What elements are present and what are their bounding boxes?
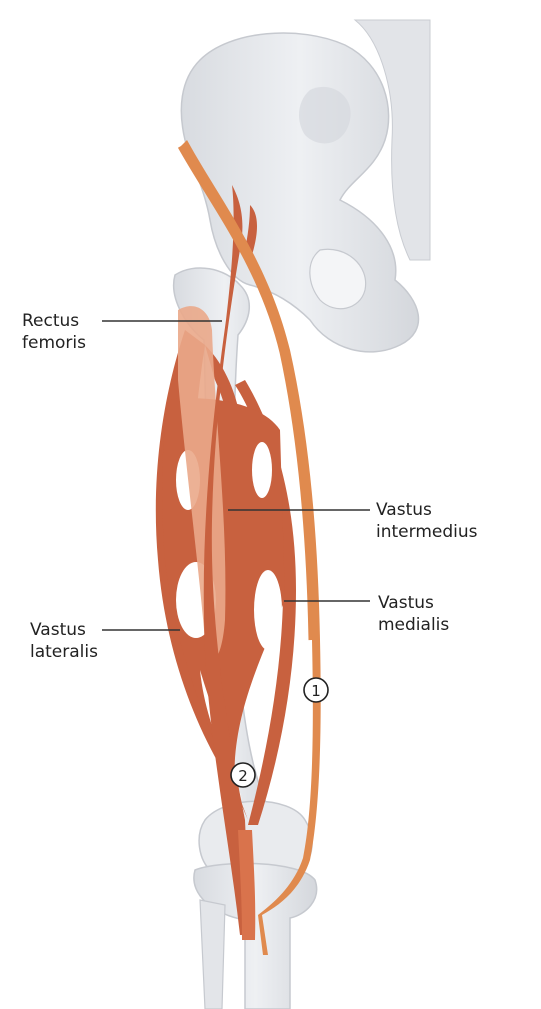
knee-and-shin-bones — [193, 800, 318, 1009]
leader-lines — [102, 320, 370, 631]
label-vastus-lateralis: Vastus lateralis — [30, 619, 98, 663]
marker-2-text: 2 — [238, 767, 248, 785]
label-rectus-femoris-line2: femoris — [22, 333, 86, 353]
label-vastus-medialis-line2: medialis — [378, 615, 450, 635]
sartorius-muscle — [177, 140, 321, 955]
marker-1: 1 — [303, 677, 329, 703]
label-rectus-femoris-line1: Rectus — [22, 311, 80, 331]
label-vastus-intermedius-line2: intermedius — [376, 522, 478, 542]
vastus-intermedius-muscle — [178, 306, 226, 660]
label-vastus-medialis-line1: Vastus — [378, 593, 434, 613]
label-vastus-medialis: Vastus medialis — [378, 592, 449, 636]
label-vastus-intermedius-line1: Vastus — [376, 500, 432, 520]
pelvis-bone — [180, 19, 431, 353]
label-vastus-lateralis-line2: lateralis — [30, 642, 98, 662]
patellar-tendon — [238, 830, 256, 940]
label-rectus-femoris: Rectus femoris — [22, 310, 86, 354]
label-vastus-lateralis-line1: Vastus — [30, 620, 86, 640]
marker-1-text: 1 — [311, 682, 321, 700]
marker-2: 2 — [230, 762, 256, 788]
label-vastus-intermedius: Vastus intermedius — [376, 499, 477, 543]
